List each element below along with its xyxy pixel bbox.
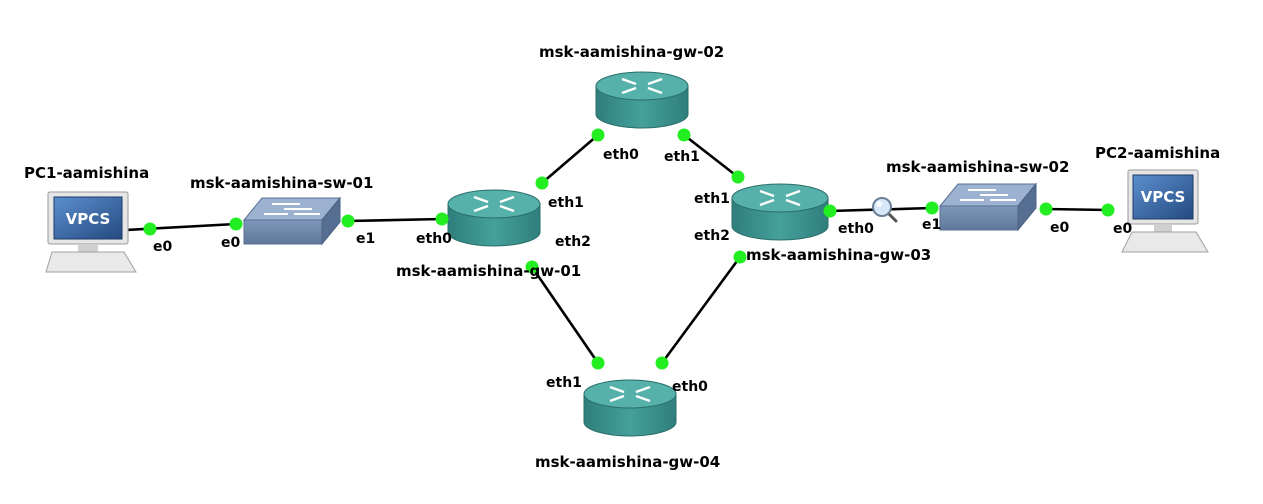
pc1-base <box>45 251 137 273</box>
label-sw01[interactable]: msk-aamishina-sw-01 <box>190 174 373 192</box>
node-sw02[interactable] <box>938 182 1038 232</box>
pc1-stand <box>78 244 98 252</box>
port-dot-sw02-e1[interactable] <box>925 201 939 215</box>
port-dot-gw01-eth1[interactable] <box>535 176 549 190</box>
node-sw01[interactable] <box>242 196 342 246</box>
gw04-top <box>583 379 677 409</box>
node-pc1[interactable]: VPCS <box>45 191 137 273</box>
gw04-router-arrows-icon <box>609 385 651 403</box>
gw02-router-arrows-icon <box>621 77 663 95</box>
gw02-top <box>595 71 689 101</box>
port-dot-pc2-e0[interactable] <box>1101 203 1115 217</box>
port-label-pc1-e0: e0 <box>153 239 172 255</box>
port-label-sw02-e1: e1 <box>922 217 941 233</box>
node-gw03[interactable] <box>731 183 829 241</box>
port-labels-layer: e0 e0 e1 eth0 eth1 eth2 eth0 eth1 eth1 e… <box>153 147 1132 395</box>
node-labels-layer: PC1-aamishina msk-aamishina-sw-01 msk-aa… <box>24 43 1220 471</box>
gw03-router-arrows-icon <box>759 189 801 207</box>
pc1-vpcs-badge: VPCS <box>66 210 111 228</box>
port-dot-sw02-e0[interactable] <box>1039 202 1053 216</box>
label-pc1[interactable]: PC1-aamishina <box>24 164 149 182</box>
label-gw01[interactable]: msk-aamishina-gw-01 <box>396 262 581 280</box>
link-gw01-gw02[interactable] <box>541 134 599 184</box>
port-label-gw01-eth0: eth0 <box>416 231 452 247</box>
port-dot-gw01-eth0[interactable] <box>435 212 449 226</box>
pc2-monitor-screen <box>1132 174 1194 220</box>
sw02-arrows-icon <box>960 189 1016 201</box>
port-label-gw02-eth0: eth0 <box>603 147 639 163</box>
port-label-gw04-eth0: eth0 <box>672 379 708 395</box>
port-dot-gw04-eth1[interactable] <box>591 356 605 370</box>
label-pc2[interactable]: PC2-aamishina <box>1095 144 1220 162</box>
label-gw04[interactable]: msk-aamishina-gw-04 <box>535 453 720 471</box>
port-dot-pc1-e0[interactable] <box>143 222 157 236</box>
sw02-side <box>1017 182 1037 232</box>
port-label-gw03-eth2: eth2 <box>694 228 730 244</box>
sw01-arrows-icon <box>264 203 320 215</box>
port-label-gw01-eth2: eth2 <box>555 234 591 250</box>
node-gw04[interactable] <box>583 379 677 437</box>
sw01-side <box>321 196 341 246</box>
node-gw01[interactable] <box>447 189 541 247</box>
port-label-sw02-e0: e0 <box>1050 220 1069 236</box>
gw01-top <box>447 189 541 219</box>
port-dot-gw02-eth0[interactable] <box>591 128 605 142</box>
gw03-top <box>731 183 829 213</box>
port-label-pc2-e0: e0 <box>1113 221 1132 237</box>
sw01-front <box>243 219 323 245</box>
link-sw01-gw01[interactable] <box>347 217 443 223</box>
port-dot-sw01-e1[interactable] <box>341 214 355 228</box>
label-sw02[interactable]: msk-aamishina-sw-02 <box>886 158 1069 176</box>
port-dot-gw04-eth0[interactable] <box>655 356 669 370</box>
port-dots-layer <box>143 128 1115 370</box>
sw02-front <box>939 205 1019 231</box>
port-label-gw03-eth1: eth1 <box>694 191 730 207</box>
port-dot-gw03-eth2[interactable] <box>733 250 747 264</box>
node-pc2[interactable]: VPCS <box>1121 169 1209 253</box>
link-gw02-gw03[interactable] <box>683 133 739 179</box>
port-label-gw03-eth0: eth0 <box>838 221 874 237</box>
port-dot-sw01-e0[interactable] <box>229 217 243 231</box>
port-label-sw01-e1: e1 <box>356 231 375 247</box>
gw01-router-arrows-icon <box>473 195 515 213</box>
port-label-sw01-e0: e0 <box>221 235 240 251</box>
pc2-stand <box>1154 224 1172 232</box>
port-label-gw04-eth1: eth1 <box>546 375 582 391</box>
link-gw03-gw04[interactable] <box>660 256 742 364</box>
label-gw02[interactable]: msk-aamishina-gw-02 <box>539 43 724 61</box>
port-dot-gw03-eth1[interactable] <box>731 170 745 184</box>
link-sw02-pc2[interactable] <box>1045 207 1109 212</box>
link-pc1-sw01[interactable] <box>125 222 237 232</box>
node-gw02[interactable] <box>595 71 689 129</box>
link-gw01-gw04[interactable] <box>530 266 600 364</box>
port-dot-gw02-eth1[interactable] <box>677 128 691 142</box>
port-label-gw02-eth1: eth1 <box>664 149 700 165</box>
pc2-vpcs-badge: VPCS <box>1141 188 1186 206</box>
capture-magnifier-icon[interactable] <box>872 197 898 223</box>
label-gw03[interactable]: msk-aamishina-gw-03 <box>746 246 931 264</box>
port-dot-gw03-eth0[interactable] <box>823 204 837 218</box>
pc2-base <box>1121 231 1209 253</box>
port-label-gw01-eth1: eth1 <box>548 195 584 211</box>
port-dot-gw01-eth2[interactable] <box>525 260 539 274</box>
pc1-monitor-screen <box>53 196 123 240</box>
